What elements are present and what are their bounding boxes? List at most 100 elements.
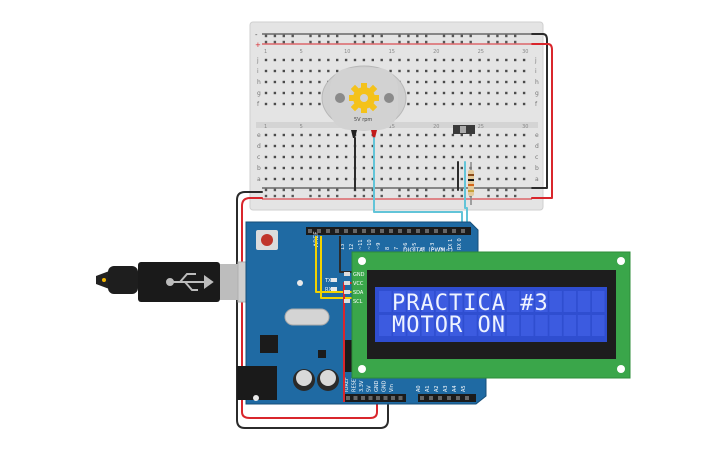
lcd-pin-label: GND (353, 272, 365, 278)
bottom-pin-label: A2 (434, 385, 440, 392)
bottom-pin-label: Vin (389, 384, 395, 392)
column-number: 5 (300, 124, 303, 130)
row-letter: e (257, 132, 261, 139)
lcd-mount-hole-bl (358, 365, 366, 373)
digital-pin-label: ~3 (430, 243, 436, 250)
motor-terminal-positive (371, 130, 377, 138)
bottom-pin-label: 3.3V (359, 380, 365, 392)
wire-gnd-left[interactable] (236, 191, 389, 429)
bottom-header-pins (346, 396, 469, 400)
column-number: 25 (478, 49, 484, 55)
rx-led (331, 287, 337, 291)
resistor[interactable] (468, 162, 474, 205)
bottom-pin-label: GND (374, 380, 380, 392)
row-letter: a (535, 176, 539, 183)
wire-rail-black-right[interactable] (531, 33, 548, 189)
row-letter: c (535, 154, 538, 161)
rail-minus-label: - (255, 31, 258, 39)
digital-pin-label: ~5 (412, 243, 418, 250)
digital-pin-label: ~6 (403, 243, 409, 250)
column-number: 30 (522, 124, 528, 130)
digital-pin-label: ~9 (376, 243, 382, 250)
digital-pin-label: ~10 (367, 239, 373, 250)
rail-plus-label: + (255, 41, 261, 49)
rx-label: RX (325, 287, 332, 293)
digital-header (306, 227, 471, 235)
row-letter: c (257, 154, 260, 161)
power-header (344, 394, 406, 402)
lcd-pin-label: SCL (353, 299, 363, 305)
gear-icon (349, 83, 379, 113)
voltage-regulator (260, 335, 278, 353)
column-number: 1 (264, 49, 267, 55)
digital-pin-label: 7 (394, 247, 400, 250)
row-letter: d (257, 143, 261, 150)
bottom-pin-label: GND (382, 380, 388, 392)
column-number: 20 (433, 124, 439, 130)
digital-label: DIGITAL (PWM~) (403, 247, 453, 254)
lcd-line-2: MOTOR ON (392, 313, 506, 338)
crystal (284, 308, 330, 326)
column-number: 30 (522, 49, 528, 55)
usb-led (102, 278, 106, 282)
lcd-mount-hole-tr (617, 257, 625, 265)
column-number: 10 (344, 49, 350, 55)
bottom-pin-label: A1 (425, 385, 431, 392)
row-letter: h (257, 79, 261, 86)
slide-switch[interactable] (453, 125, 475, 134)
wire-rail-red-right[interactable] (531, 43, 553, 199)
column-number: 15 (389, 124, 395, 130)
row-letter: h (535, 79, 539, 86)
digital-pin-label: RX 0 (457, 238, 463, 250)
lcd-line-1: PRACTICA #3 (392, 291, 549, 316)
bottom-pin-label: A5 (461, 385, 467, 392)
row-letter: g (535, 90, 539, 97)
motor-terminal-negative (351, 130, 357, 138)
bottom-pin-label: IOREF (344, 377, 350, 392)
digital-header-pins (308, 229, 465, 233)
power-jack[interactable] (237, 366, 277, 400)
dc-motor[interactable]: 5V rpm (321, 65, 407, 138)
wire-5v-left[interactable] (241, 197, 378, 419)
digital-pin-label: TX 1 (448, 239, 454, 251)
lcd-character-cells (379, 291, 605, 336)
row-letter: b (535, 165, 539, 172)
row-letter: i (257, 68, 259, 75)
bottom-pin-label: RESET (352, 375, 358, 392)
motor-mount-hole-left (335, 93, 345, 103)
lcd-pin-label: VCC (353, 281, 364, 287)
digital-pin-label: 4 (421, 247, 427, 250)
motor-mount-hole-right (384, 93, 394, 103)
row-letter: j (534, 57, 537, 64)
row-letter: f (257, 101, 260, 108)
lcd-i2c-pins: GND VCC SDA SCL (344, 272, 365, 305)
digital-pin-label: 8 (385, 247, 391, 250)
motor-label: 5V rpm (354, 117, 372, 123)
digital-pin-label: 13 (340, 244, 346, 250)
row-letter: f (535, 101, 538, 108)
lcd-module[interactable]: GND VCC SDA SCL (344, 251, 631, 379)
row-letter: i (535, 68, 537, 75)
tx-label: TX (324, 278, 332, 284)
lcd-mount-hole-tl (358, 257, 366, 265)
column-number: 5 (300, 49, 303, 55)
lcd-mount-hole-br (617, 365, 625, 373)
column-number: 25 (478, 124, 484, 130)
bottom-pin-label: 5V (367, 385, 373, 392)
digital-pin-label: ~11 (358, 239, 364, 250)
digital-pin-label: 12 (349, 244, 355, 250)
row-letter: e (535, 132, 539, 139)
row-letter: a (257, 176, 261, 183)
lcd-pin-label: SDA (353, 290, 364, 296)
row-letter: g (257, 90, 261, 97)
tx-led (331, 278, 337, 282)
row-letter: b (257, 165, 261, 172)
usb-icon (166, 273, 214, 291)
digital-pin-label: 2 (439, 247, 445, 250)
bottom-pin-label: A0 (416, 385, 422, 392)
row-letter: j (256, 57, 259, 64)
bottom-pin-label: A4 (452, 385, 458, 392)
column-number: 15 (389, 49, 395, 55)
